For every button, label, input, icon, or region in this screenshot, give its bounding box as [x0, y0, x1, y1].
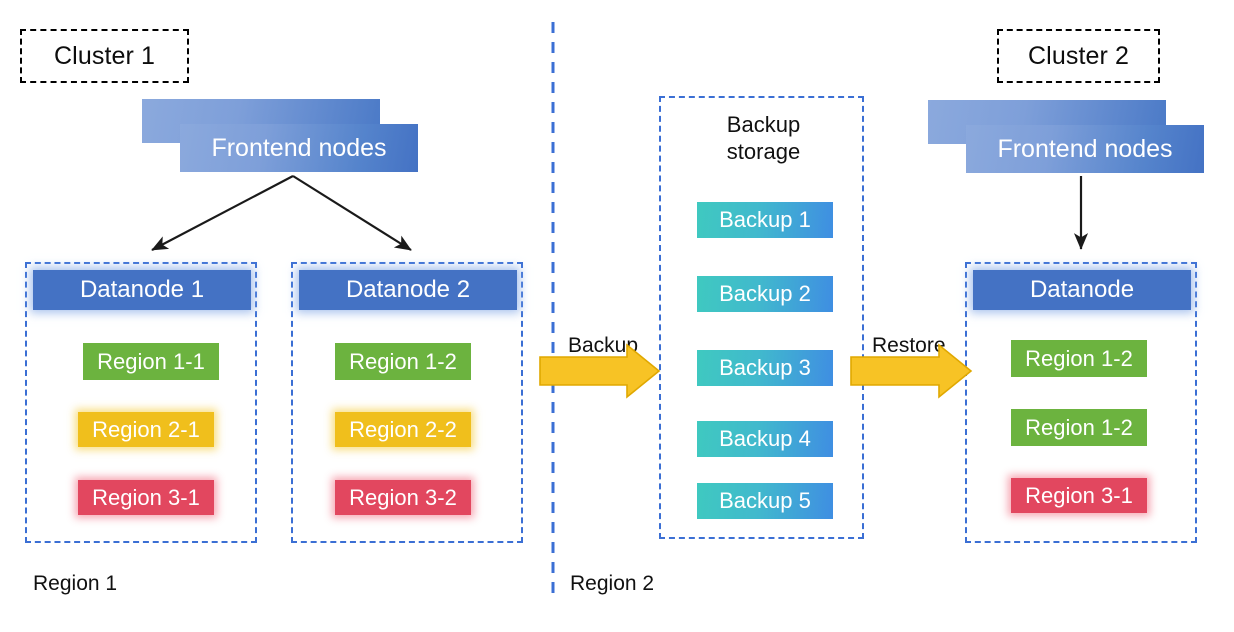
region-chip-label: Region 2-2	[349, 416, 457, 442]
cluster2-datanode-header[interactable]: Datanode	[973, 270, 1191, 310]
cluster2-frontend-nodes[interactable]: Frontend nodes	[928, 100, 1208, 176]
cluster2-region-chip-1[interactable]: Region 1-2	[1011, 340, 1147, 377]
cluster2-datanode-container: Datanode Region 1-2 Region 1-2 Region 3-…	[965, 262, 1197, 543]
region-chip-3-2[interactable]: Region 3-2	[335, 480, 471, 515]
backup-storage-title: Backup storage	[726, 112, 801, 164]
cluster-1-label: Cluster 1	[54, 41, 155, 70]
backup-chip-1[interactable]: Backup 1	[697, 202, 833, 238]
cluster2-region-chip-2[interactable]: Region 1-2	[1011, 409, 1147, 446]
backup-chip-label: Backup 1	[719, 207, 811, 232]
datanode-2-container: Datanode 2 Region 1-2 Region 2-2 Region …	[291, 262, 523, 543]
region-chip-1-2[interactable]: Region 1-2	[335, 343, 471, 380]
datanode-1-header-label: Datanode 1	[79, 276, 205, 303]
connector-frontend-to-datanode-2	[292, 175, 412, 251]
backup-chip-5[interactable]: Backup 5	[697, 483, 833, 519]
region-chip-2-2[interactable]: Region 2-2	[335, 412, 471, 447]
datanode-2-header[interactable]: Datanode 2	[299, 270, 517, 310]
region-chip-1-1[interactable]: Region 1-1	[83, 343, 219, 380]
backup-chip-label: Backup 4	[719, 426, 811, 451]
datanode-1-header[interactable]: Datanode 1	[33, 270, 251, 310]
backup-flow-label: Backup	[568, 334, 639, 357]
restore-flow-label: Restore	[872, 334, 946, 357]
region-chip-label: Region 1-2	[1025, 345, 1133, 371]
region-chip-label: Region 2-1	[92, 416, 200, 442]
region-chip-label: Region 3-1	[1025, 482, 1133, 508]
backup-chip-2[interactable]: Backup 2	[697, 276, 833, 312]
region-chip-label: Region 3-2	[349, 484, 457, 510]
region-chip-label: Region 1-1	[97, 348, 205, 374]
backup-storage-container: Backup storage Backup 1 Backup 2 Backup …	[659, 96, 864, 539]
cluster1-frontend-nodes[interactable]: Frontend nodes	[142, 99, 422, 175]
footer-region-1-label: Region 1	[33, 572, 118, 595]
region-chip-label: Region 1-2	[349, 348, 457, 374]
region-chip-label: Region 3-1	[92, 484, 200, 510]
frontend-nodes-front-layer: Frontend nodes	[180, 124, 418, 172]
region-chip-label: Region 1-2	[1025, 414, 1133, 440]
datanode-2-header-label: Datanode 2	[345, 276, 471, 303]
backup-chip-label: Backup 5	[719, 488, 811, 513]
frontend-nodes-front-layer: Frontend nodes	[966, 125, 1204, 173]
footer-region-2-label: Region 2	[570, 572, 655, 595]
cluster-1-label-chip: Cluster 1	[20, 29, 189, 83]
connector-frontend-to-datanode-1	[151, 175, 294, 251]
cluster2-datanode-header-label: Datanode	[1029, 276, 1135, 303]
region-chip-3-1[interactable]: Region 3-1	[78, 480, 214, 515]
datanode-1-container: Datanode 1 Region 1-1 Region 2-1 Region …	[25, 262, 257, 543]
backup-chip-label: Backup 3	[719, 355, 811, 380]
cluster2-region-chip-3[interactable]: Region 3-1	[1011, 478, 1147, 513]
cluster-2-label-chip: Cluster 2	[997, 29, 1160, 83]
cluster2-frontend-nodes-label: Frontend nodes	[997, 134, 1173, 163]
cluster-2-label: Cluster 2	[1028, 41, 1129, 70]
cluster1-frontend-nodes-label: Frontend nodes	[211, 133, 387, 162]
region-chip-2-1[interactable]: Region 2-1	[78, 412, 214, 447]
backup-chip-label: Backup 2	[719, 281, 811, 306]
backup-chip-3[interactable]: Backup 3	[697, 350, 833, 386]
backup-chip-4[interactable]: Backup 4	[697, 421, 833, 457]
